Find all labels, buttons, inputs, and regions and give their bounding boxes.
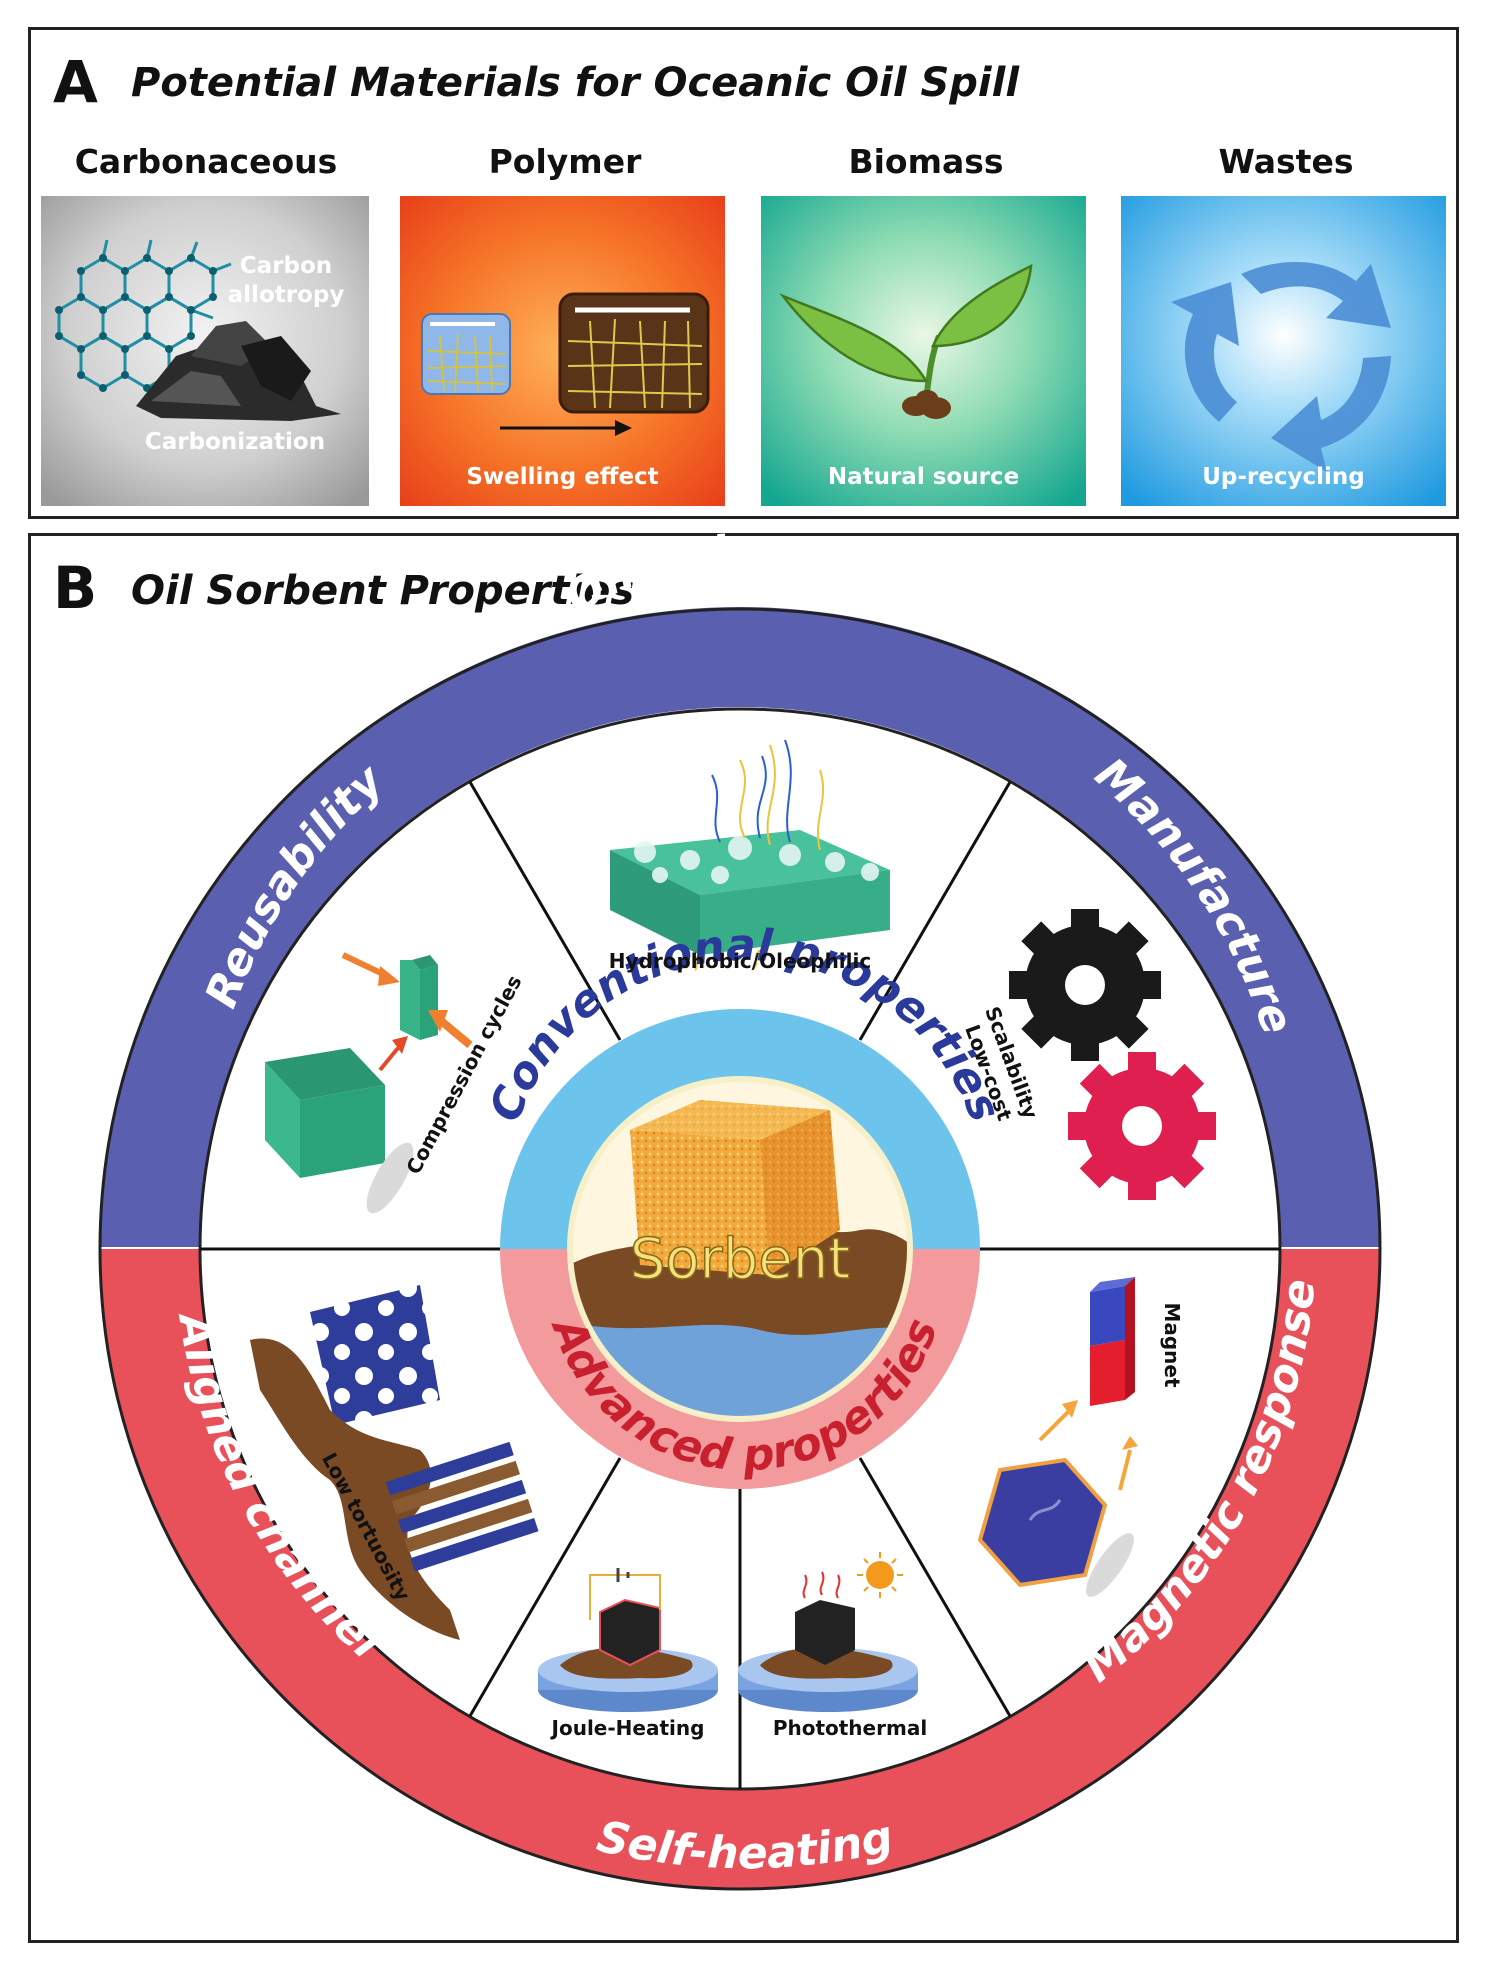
- category-title-biomass: Biomass: [848, 142, 1004, 181]
- panel-b-title: Oil Sorbent Properties: [131, 568, 635, 614]
- segment-label-joule-heating: Joule-Heating: [550, 1716, 705, 1740]
- panel-a: A Potential Materials for Oceanic Oil Sp…: [28, 27, 1459, 519]
- graphene-lattice-icon: [41, 196, 369, 506]
- category-title-wastes: Wastes: [1218, 142, 1354, 181]
- natural-source-label: Natural source: [827, 464, 1020, 490]
- up-recycling-label: Up-recycling: [1202, 464, 1365, 490]
- panel-a-letter: A: [53, 48, 98, 116]
- carbonization-label: Carbonization: [144, 429, 326, 455]
- panel-b-letter: B: [53, 554, 98, 622]
- gears-icon: [1009, 909, 1216, 1200]
- photothermal-icon: [738, 1552, 918, 1712]
- carbon-label: Carbon: [239, 253, 333, 279]
- category-title-carbonaceous: Carbonaceous: [74, 142, 338, 181]
- tile-polymer: Swelling effect: [400, 196, 725, 506]
- coal-pile-icon: [136, 321, 341, 421]
- aligned-channel-icon: [250, 1285, 539, 1640]
- hydrophobic-sponge-icon: [610, 739, 890, 971]
- segment-label-photothermal: Photothermal: [773, 1716, 927, 1740]
- segment-dividers: [200, 781, 1280, 1789]
- swelling-effect-label: Swelling effect: [466, 464, 659, 490]
- segment-label-magnet: Magnet: [1160, 1302, 1184, 1388]
- sprout-icon: [761, 196, 1086, 506]
- panel-a-title: Potential Materials for Oceanic Oil Spil…: [131, 60, 1020, 106]
- tile-wastes: Up-recycling: [1121, 196, 1446, 506]
- swelling-sponge-icon: [400, 196, 725, 506]
- outer-ring-lower: [100, 1249, 1380, 1889]
- sorbent-label: Sorbent: [630, 1227, 850, 1292]
- category-title-polymer: Polymer: [488, 142, 642, 181]
- compression-block-icon: [265, 952, 473, 1214]
- magnet-icon: [977, 1277, 1138, 1597]
- tile-carbonaceous: Carbon allotropy Carbonization: [41, 196, 369, 506]
- recycle-arrows-icon: [1121, 196, 1446, 506]
- segment-label-hydrophobic: Hydrophobic/Oleophilic: [609, 949, 871, 973]
- outer-ring-upper: [100, 607, 1380, 1247]
- joule-heating-icon: [538, 1568, 718, 1712]
- allotropy-label: allotropy: [227, 282, 345, 308]
- tile-biomass: Natural source: [761, 196, 1086, 506]
- carbon-allotropy-label: Carbon allotropy: [211, 252, 361, 310]
